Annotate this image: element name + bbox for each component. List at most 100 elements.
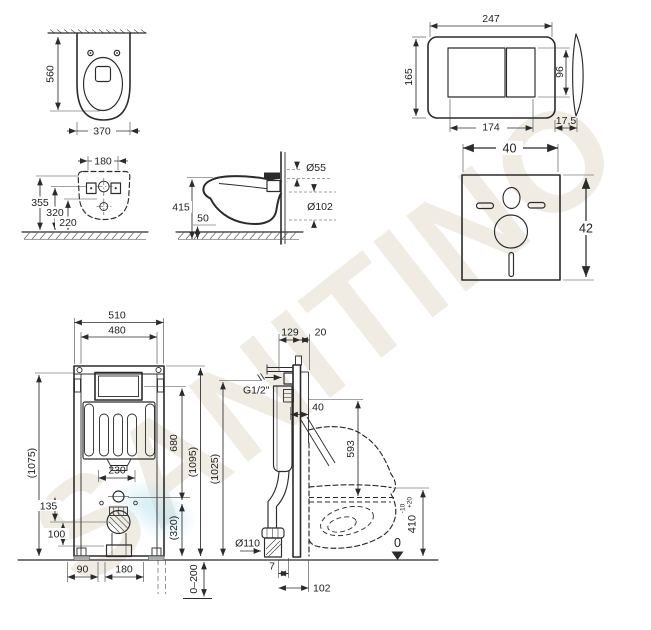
dim-480: 480 — [80, 325, 158, 364]
dim-247: 247 — [429, 13, 553, 37]
flush-pipe — [267, 470, 290, 529]
dim-label-rear-180: 180 — [94, 156, 112, 168]
plate-outline — [427, 36, 556, 119]
pad-bottom-slot — [508, 251, 515, 278]
dim-label-outlet: Ø102 — [307, 201, 333, 213]
dim-label-17-5: 17,5 — [556, 115, 577, 127]
outlet-connector — [266, 179, 281, 193]
toilet-profile-outline — [202, 175, 282, 225]
toilet-rear-view: 180 355 320 220 — [21, 155, 149, 240]
floor-hatch — [23, 232, 146, 240]
mounting-holes — [87, 49, 121, 57]
dim-label-96: 96 — [554, 66, 566, 78]
toilet-rear-outline — [77, 170, 131, 221]
dim-label-415: 415 — [172, 202, 190, 214]
mounting-squares — [85, 182, 122, 195]
bowl-inner-rim — [82, 56, 124, 112]
pad-outline — [461, 174, 561, 281]
dim-label-7: 7 — [269, 561, 275, 573]
dim-label-135: 135 — [40, 500, 58, 512]
dim-96: 96 — [538, 47, 570, 98]
cistern-neck — [106, 458, 132, 466]
frame-rail-side — [292, 364, 302, 558]
dim-label-pad-42: 42 — [579, 222, 593, 236]
cistern-side — [272, 385, 294, 473]
dim-100: 100 — [44, 522, 104, 547]
top-stub — [295, 355, 302, 366]
dim-label-593: 593 — [345, 440, 357, 458]
dim-510: 510 — [74, 310, 164, 364]
cistern-ribs — [84, 403, 155, 457]
wc-bowl-dashed — [307, 426, 397, 557]
big-button — [447, 47, 506, 98]
pad-slot-left — [475, 202, 495, 210]
clamp-left — [74, 378, 81, 393]
dim-label-1025: (1025) — [209, 454, 221, 484]
corner-bolt-right — [155, 366, 162, 374]
dim-label-100: 100 — [48, 528, 66, 540]
dim-174: 174 — [449, 99, 534, 134]
dim-230: 230 — [98, 465, 136, 482]
dim-50: 50 — [193, 213, 216, 240]
dim-20: 20 — [300, 327, 327, 343]
dim-415: 415 — [170, 177, 213, 240]
dim-180-feet: 180 — [104, 562, 144, 582]
toilet-top-view: 560 370 — [45, 29, 147, 138]
frame-outline — [73, 365, 165, 557]
dim-label-110: Ø110 — [235, 538, 260, 550]
dim-label-680: 680 — [168, 434, 180, 452]
dim-label-pad-40: 40 — [503, 142, 517, 156]
dim-355: 355 — [27, 175, 79, 231]
foot-extension-dashed — [157, 560, 166, 594]
dim-label-320-frame: (320) — [168, 516, 180, 541]
dim-label-247: 247 — [482, 13, 500, 25]
dim-label-370: 370 — [93, 126, 111, 138]
dim-220: 220 — [55, 198, 97, 231]
datum-triangle-icon — [391, 551, 404, 560]
dim-135: 135 — [36, 497, 106, 523]
dim-180-rear: 180 — [78, 155, 128, 170]
wall-hatch — [49, 29, 146, 34]
flush-conduit-lines — [300, 416, 336, 467]
cistern-neck-2 — [110, 465, 128, 471]
frame-front-view: 510 480 (1075) 680 (320) — [26, 310, 212, 599]
dim-label-20: 20 — [315, 327, 327, 339]
dim-label-480: 480 — [108, 325, 126, 337]
dim-40-pad: 40 — [462, 141, 559, 172]
dim-label-174: 174 — [482, 122, 500, 134]
dim-label-355: 355 — [31, 197, 49, 209]
dim-42-pad: 42 — [563, 174, 600, 281]
water-supply-fitting — [257, 372, 294, 385]
dim-label-datum-0: 0 — [394, 536, 401, 550]
dim-label-560: 560 — [45, 65, 57, 83]
flush-plate-view: 247 165 96 174 17,5 — [403, 13, 584, 134]
centerline-marks — [95, 178, 113, 215]
dim-adjust-0-200: 0–200 — [188, 561, 207, 597]
dim-label-180-feet: 180 — [115, 564, 133, 576]
dim-320-rear: 320 — [42, 186, 87, 231]
dim-label-1075: (1075) — [26, 448, 38, 478]
dim-1095: (1095) — [166, 365, 205, 557]
inlet-pipe-block — [264, 172, 280, 179]
dim-7: 7 — [269, 558, 289, 578]
dim-label-40-side: 40 — [312, 402, 324, 414]
toilet-side-view: 415 50 Ø55 Ø102 — [170, 151, 338, 245]
dim-inlet-55: Ø55 — [287, 161, 332, 187]
pad-slot-right — [527, 201, 546, 209]
dim-label-90: 90 — [77, 564, 89, 576]
sound-pad-view: 40 42 — [461, 141, 600, 281]
dim-17-5: 17,5 — [554, 115, 578, 132]
dim-1025: (1025) — [209, 380, 262, 557]
pad-top-hole — [502, 186, 521, 210]
dim-label-tol-minus: -10 — [400, 503, 407, 513]
dim-560: 560 — [45, 36, 100, 112]
flush-outlet — [94, 65, 112, 83]
corner-bolt-left — [76, 366, 83, 374]
dim-outlet-102: Ø102 — [289, 184, 338, 228]
dim-593: 593 — [309, 399, 363, 497]
frame-side-view: G1/2" — [209, 327, 429, 595]
flush-window-inner — [98, 375, 139, 397]
dim-pipe-110: Ø110 — [235, 538, 262, 554]
dim-label-102: 102 — [313, 583, 331, 595]
dim-label-220: 220 — [59, 217, 77, 229]
